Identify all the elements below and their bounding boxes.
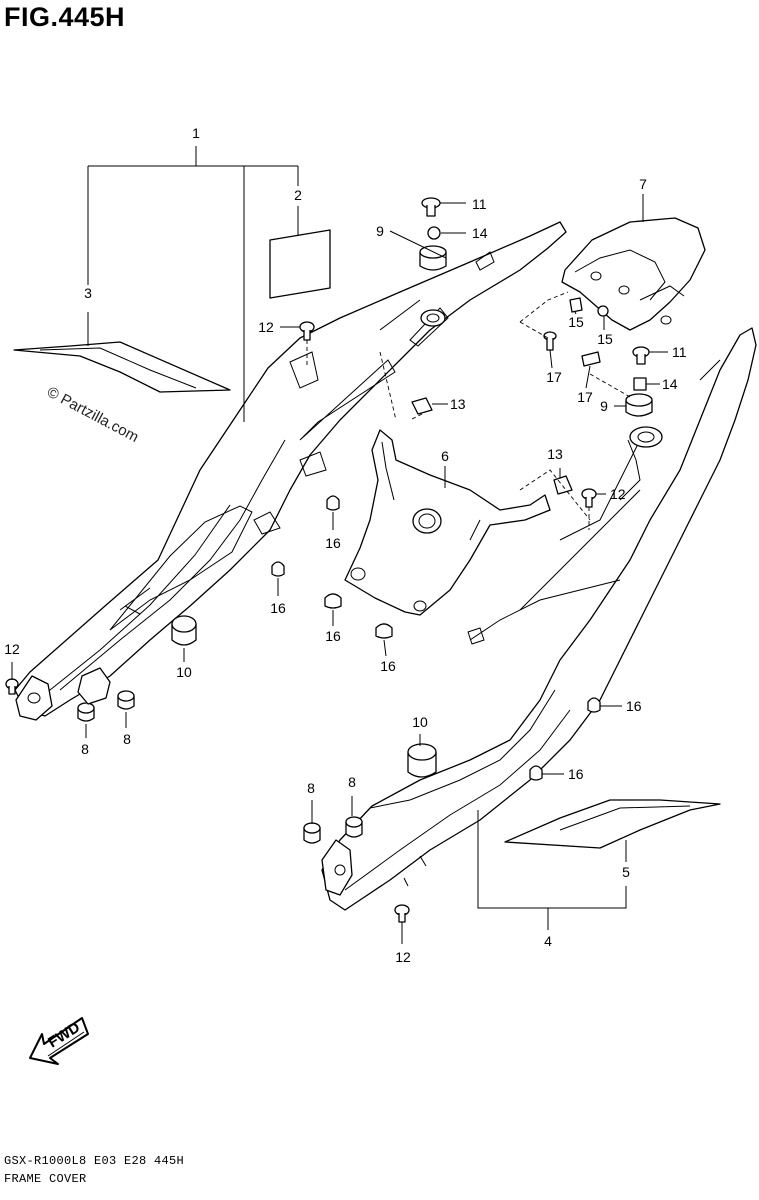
cushion-8-d: [345, 816, 363, 838]
collar-14-right: [633, 377, 647, 391]
left-tip-bracket: [77, 667, 111, 705]
screw-17-a: [543, 331, 557, 351]
bolt-11-top: [421, 197, 441, 217]
figure-title: FIG.445H: [4, 2, 126, 32]
forward-arrow-icon: FWD: [29, 1017, 89, 1065]
callout-5: 5: [622, 864, 630, 880]
callout-15-b: 15: [597, 331, 613, 347]
callout-16-c: 16: [325, 628, 341, 644]
decal-plate-2: [269, 229, 331, 299]
callout-2: 2: [294, 187, 302, 203]
callout-16-b: 16: [270, 600, 286, 616]
callout-8-a: 8: [81, 741, 89, 757]
callout-8-c: 8: [307, 780, 315, 796]
callout-6: 6: [441, 448, 449, 464]
collar-14-top: [427, 226, 441, 240]
fastener-16-b: [271, 561, 285, 577]
clip-15-b: [597, 305, 609, 317]
tail-cover: [561, 217, 706, 331]
fastener-16-c: [324, 593, 342, 609]
figure-caption: FRAME COVER: [4, 1172, 87, 1186]
rubber-10-left: [171, 615, 197, 646]
left-frame-cover: [14, 221, 567, 721]
fastener-16-e: [587, 697, 601, 713]
clip-15-a: [569, 297, 583, 313]
screw-12-bottom: [394, 904, 410, 923]
callout-7: 7: [639, 176, 647, 192]
callout-4: 4: [544, 933, 552, 949]
rubber-10-right: [407, 743, 437, 778]
callout-10-left: 10: [176, 664, 192, 680]
callout-15-a: 15: [568, 314, 584, 330]
callout-12-center: 12: [610, 486, 626, 502]
callout-3: 3: [84, 285, 92, 301]
decal-stripe-5: [504, 799, 721, 849]
callout-14-top: 14: [472, 225, 488, 241]
callout-8-b: 8: [123, 731, 131, 747]
screw-12-left: [5, 678, 19, 695]
callout-12-bottom: 12: [395, 949, 411, 965]
callout-11-right: 11: [672, 344, 687, 360]
callout-8-d: 8: [348, 774, 356, 790]
leader-lines: [11, 146, 668, 944]
grommet-9-right: [625, 393, 653, 417]
callout-16-d: 16: [380, 658, 396, 674]
fastener-16-d: [375, 623, 393, 639]
cushion-8-c: [303, 822, 321, 844]
callouts: 1 2 3 11 14 9 7 12 15 15 17 17 11 14 9 1…: [4, 125, 687, 965]
callout-13-upper: 13: [450, 396, 466, 412]
callout-13-right: 13: [547, 446, 563, 462]
callout-17-b: 17: [577, 389, 593, 405]
screw-17-b: [581, 351, 601, 367]
callout-1: 1: [192, 125, 200, 141]
callout-11-top: 11: [472, 196, 487, 212]
model-code: GSX-R1000L8 E03 E28 445H: [4, 1154, 185, 1168]
callout-10-right: 10: [412, 714, 428, 730]
fastener-16-a: [326, 495, 340, 511]
callout-9-top: 9: [376, 223, 384, 239]
nut-13-upper: [411, 397, 433, 415]
fastener-16-f: [529, 765, 543, 781]
callout-16-a: 16: [325, 535, 341, 551]
cushion-8-a: [77, 702, 95, 722]
decal-stripe-3: [13, 341, 231, 393]
callout-9-right: 9: [600, 398, 608, 414]
cushion-8-b: [117, 690, 135, 710]
grommet-9-top: [419, 245, 447, 271]
right-frame-cover: [321, 327, 757, 911]
screw-12-center: [581, 488, 597, 508]
watermark-text: © Partzilla.com: [44, 384, 141, 446]
callout-16-e: 16: [626, 698, 642, 714]
callout-17-a: 17: [546, 369, 562, 385]
callout-16-f: 16: [568, 766, 584, 782]
footer: GSX-R1000L8 E03 E28 445H FRAME COVER: [4, 1152, 184, 1188]
nut-13-right: [553, 475, 573, 495]
bolt-11-right: [632, 346, 650, 365]
callout-14-right: 14: [662, 376, 678, 392]
callout-12-left: 12: [4, 641, 20, 657]
center-bracket: [344, 429, 551, 616]
callout-12-upper: 12: [258, 319, 274, 335]
